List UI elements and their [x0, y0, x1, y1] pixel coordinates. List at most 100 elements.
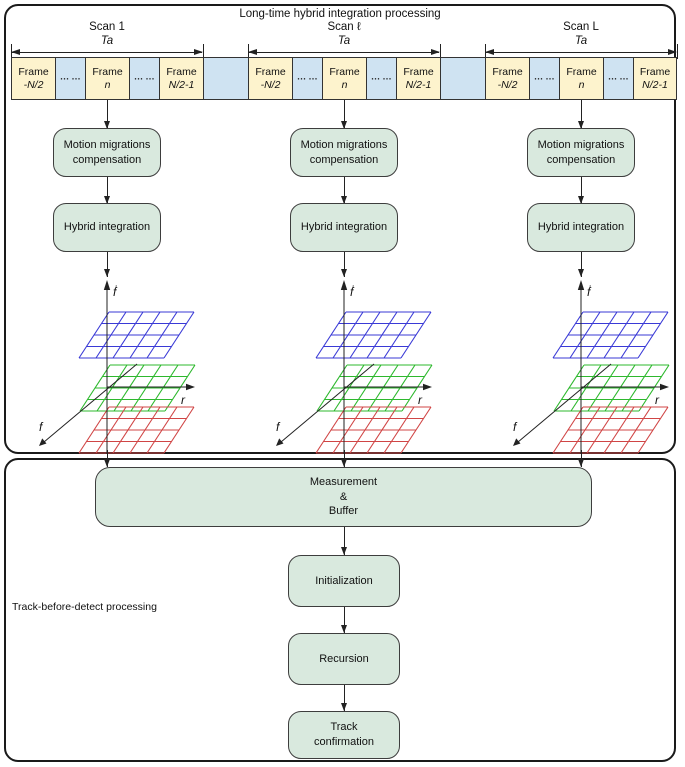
- hybrid-integration-box: Hybrid integration: [53, 203, 161, 252]
- gap-cell: [204, 58, 249, 99]
- scan-l-label: Scan ℓ: [327, 21, 361, 33]
- down-arrow: [577, 177, 584, 204]
- range-doppler-cube-axes: ḟ r f: [39, 280, 196, 454]
- grid-lines: [315, 406, 432, 454]
- down-arrow: [103, 100, 110, 129]
- grid-lines: [79, 364, 196, 412]
- frame-index: n: [578, 78, 585, 91]
- frame-word: Frame: [255, 65, 286, 78]
- frame-word: Frame: [329, 65, 360, 78]
- scan-1-to-measurement-arrow: [103, 450, 110, 467]
- down-arrow: [340, 177, 347, 204]
- grid-lines: [315, 311, 432, 359]
- down-arrow: [340, 252, 347, 277]
- frame-cell: Frame-N/2: [486, 58, 530, 99]
- down-arrow: [577, 252, 584, 277]
- dots-cell: ··· ···: [604, 58, 634, 99]
- grid-lines: [552, 406, 669, 454]
- range-doppler-cube-axes: ḟ r f: [276, 280, 433, 454]
- range-axis-label: r: [181, 393, 186, 407]
- scan-1-span-arrow: [11, 48, 203, 55]
- frame-word: Frame: [566, 65, 597, 78]
- down-arrow: [577, 100, 584, 129]
- grid-lines: [552, 311, 669, 359]
- range-axis-arrowhead: [186, 383, 195, 391]
- frame-index: N/2-1: [405, 78, 432, 91]
- scan-1-left-tick: [11, 44, 12, 59]
- track-confirmation-box: Track confirmation: [288, 711, 400, 759]
- hybrid-integration-box: Hybrid integration: [290, 203, 398, 252]
- gap-cell: [441, 58, 486, 99]
- dots-cell: ··· ···: [367, 58, 397, 99]
- red-plane-grid: [78, 406, 195, 454]
- doppler-axis-label: f: [276, 420, 281, 434]
- scan-l-right-tick: [440, 44, 441, 59]
- frame-word: Frame: [166, 65, 197, 78]
- red-plane-grid: [315, 406, 432, 454]
- initialization-box: Initialization: [288, 555, 400, 607]
- motion-compensation-box: Motion migrations compensation: [527, 128, 635, 177]
- blue-plane-grid: [552, 311, 669, 359]
- vertical-axis-arrowhead: [577, 280, 585, 290]
- scan-L-to-measurement-arrow: [577, 450, 584, 467]
- dots-cell: ··· ···: [130, 58, 160, 99]
- frame-index: N/2-1: [168, 78, 195, 91]
- down-arrow: [103, 252, 110, 277]
- blue-plane-grid: [78, 311, 195, 359]
- doppler-axis-arrowhead: [276, 438, 284, 446]
- grid-lines: [553, 364, 670, 412]
- scan-L-span-arrow: [485, 48, 677, 55]
- doppler-axis-arrowhead: [513, 438, 521, 446]
- vertical-axis-label: ḟ: [113, 285, 118, 299]
- range-axis-label: r: [418, 393, 423, 407]
- measurement-buffer-box: Measurement & Buffer: [95, 467, 592, 527]
- scan-l-span-arrow: [248, 48, 440, 55]
- frame-cell: Frame-N/2: [249, 58, 293, 99]
- doppler-axis: [43, 363, 138, 443]
- scan-1-duration: Ta: [100, 35, 114, 47]
- grid-lines: [78, 311, 195, 359]
- frame-index: -N/2: [23, 78, 44, 91]
- scan-1-pipeline: Motion migrations compensation Hybrid in…: [17, 100, 197, 454]
- motion-compensation-box: Motion migrations compensation: [53, 128, 161, 177]
- frame-word: Frame: [403, 65, 434, 78]
- recursion-box: Recursion: [288, 633, 400, 685]
- frame-word: Frame: [92, 65, 123, 78]
- motion-compensation-box: Motion migrations compensation: [290, 128, 398, 177]
- scan-L-label: Scan L: [563, 21, 599, 33]
- scan-l-pipeline: Motion migrations compensation Hybrid in…: [254, 100, 434, 454]
- scan-L-pipeline: Motion migrations compensation Hybrid in…: [491, 100, 671, 454]
- frame-word: Frame: [492, 65, 523, 78]
- scan-L-left-tick: [485, 44, 486, 59]
- scan-l-duration: Ta: [337, 35, 351, 47]
- tbd-section-label: Track-before-detect processing: [12, 601, 157, 613]
- frame-index: -N/2: [260, 78, 281, 91]
- scan-1-label: Scan 1: [89, 21, 125, 33]
- frame-index: N/2-1: [642, 78, 668, 91]
- vertical-axis-arrowhead: [103, 280, 111, 290]
- doppler-axis-label: f: [513, 420, 518, 434]
- down-arrow: [103, 177, 110, 204]
- vertical-axis-arrowhead: [340, 280, 348, 290]
- down-arrow: [340, 607, 347, 633]
- doppler-axis-arrowhead: [39, 438, 47, 446]
- range-axis-arrowhead: [423, 383, 432, 391]
- frame-word: Frame: [639, 65, 671, 78]
- dots-cell: ··· ···: [530, 58, 560, 99]
- frame-index: n: [104, 78, 111, 91]
- frame-index: n: [341, 78, 348, 91]
- range-axis-label: r: [655, 393, 660, 407]
- hybrid-integration-box: Hybrid integration: [527, 203, 635, 252]
- doppler-axis: [517, 363, 612, 443]
- dots-cell: ··· ···: [56, 58, 86, 99]
- range-doppler-cube-axes: ḟ r f: [513, 280, 670, 454]
- frame-index: -N/2: [497, 78, 518, 91]
- range-axis-arrowhead: [660, 383, 669, 391]
- green-plane-grid: [79, 364, 196, 412]
